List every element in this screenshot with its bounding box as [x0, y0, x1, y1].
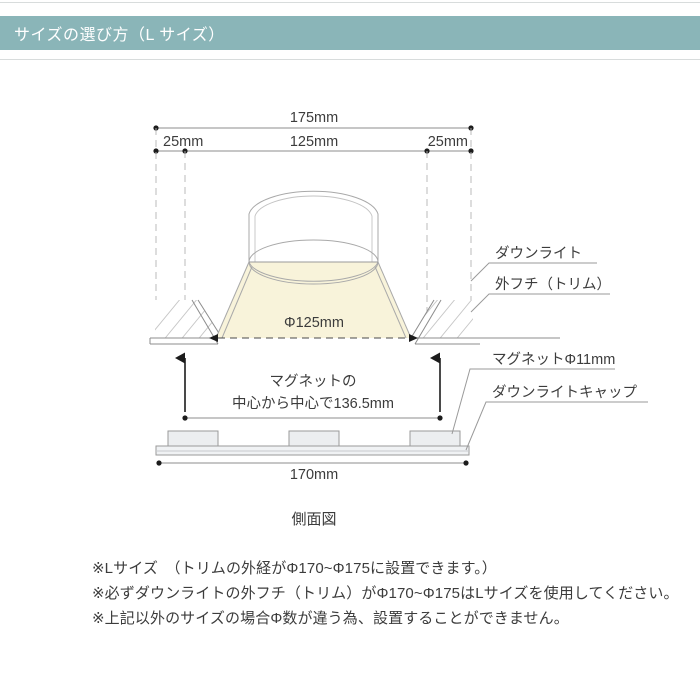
callout-label-downlight: ダウンライト	[495, 245, 582, 262]
dimension-magnet-center: マグネットの 中心から中心で136.5mm	[182, 369, 443, 421]
mounting-arrows	[175, 352, 441, 412]
callout-magnet: マグネットΦ11mm	[451, 351, 615, 435]
note-line-2: ※必ずダウンライトの外フチ（トリム）がΦ170~Φ175はLサイズを使用してくだ…	[92, 585, 679, 602]
ceiling-right	[410, 299, 560, 345]
callout-label-trim: 外フチ（トリム）	[495, 276, 611, 293]
dimension-label-aperture: Φ125mm	[284, 315, 344, 331]
diagram-caption: 側面図	[291, 511, 336, 528]
dimension-cap-width: 170mm	[156, 460, 469, 483]
dimension-aperture: Φ125mm	[209, 312, 418, 342]
dimension-label-left-margin: 25mm	[163, 134, 203, 150]
callout-label-cap: ダウンライトキャップ	[492, 384, 637, 401]
dimension-label-overall-width: 175mm	[290, 110, 338, 126]
lens-bottom-arc	[248, 261, 379, 282]
downlight-fixture	[215, 190, 412, 339]
cap-plate	[155, 445, 470, 456]
callout-label-magnet: マグネットΦ11mm	[492, 351, 615, 368]
callout-downlight: ダウンライト	[470, 245, 597, 282]
magnet-block-left	[167, 430, 219, 447]
callout-trim: 外フチ（トリム）	[470, 276, 611, 313]
dimension-label-inner-width: 125mm	[290, 134, 338, 150]
note-line-1: ※Lサイズ （トリムの外経がΦ170~Φ175に設置できます。）	[92, 560, 497, 577]
note-line-3: ※上記以外のサイズの場合Φ数が違う為、設置することができません。	[92, 610, 569, 627]
dimension-overall-width: 175mm	[153, 108, 474, 131]
dimension-label-magnet-line2: 中心から中心で136.5mm	[232, 395, 394, 412]
notes-block: ※Lサイズ （トリムの外経がΦ170~Φ175に設置できます。） ※必ずダウンラ…	[92, 556, 679, 631]
dimension-label-right-margin: 25mm	[428, 134, 468, 150]
section-header-bar: サイズの選び方（L サイズ）	[0, 16, 700, 50]
dimension-segment-row: 25mm 125mm 25mm	[153, 131, 475, 154]
light-cone	[216, 262, 411, 338]
dimension-label-cap-width: 170mm	[290, 467, 338, 483]
header-frame: サイズの選び方（L サイズ）	[0, 2, 700, 60]
page-title: サイズの選び方（L サイズ）	[14, 27, 225, 44]
fixture-body	[248, 190, 379, 262]
fixture-body-inner	[254, 195, 373, 262]
magnet-block-center	[288, 430, 340, 447]
downlight-cap-plate	[155, 430, 470, 456]
dimension-label-magnet-line1: マグネットの	[270, 373, 357, 390]
callout-cap: ダウンライトキャップ	[465, 384, 648, 451]
